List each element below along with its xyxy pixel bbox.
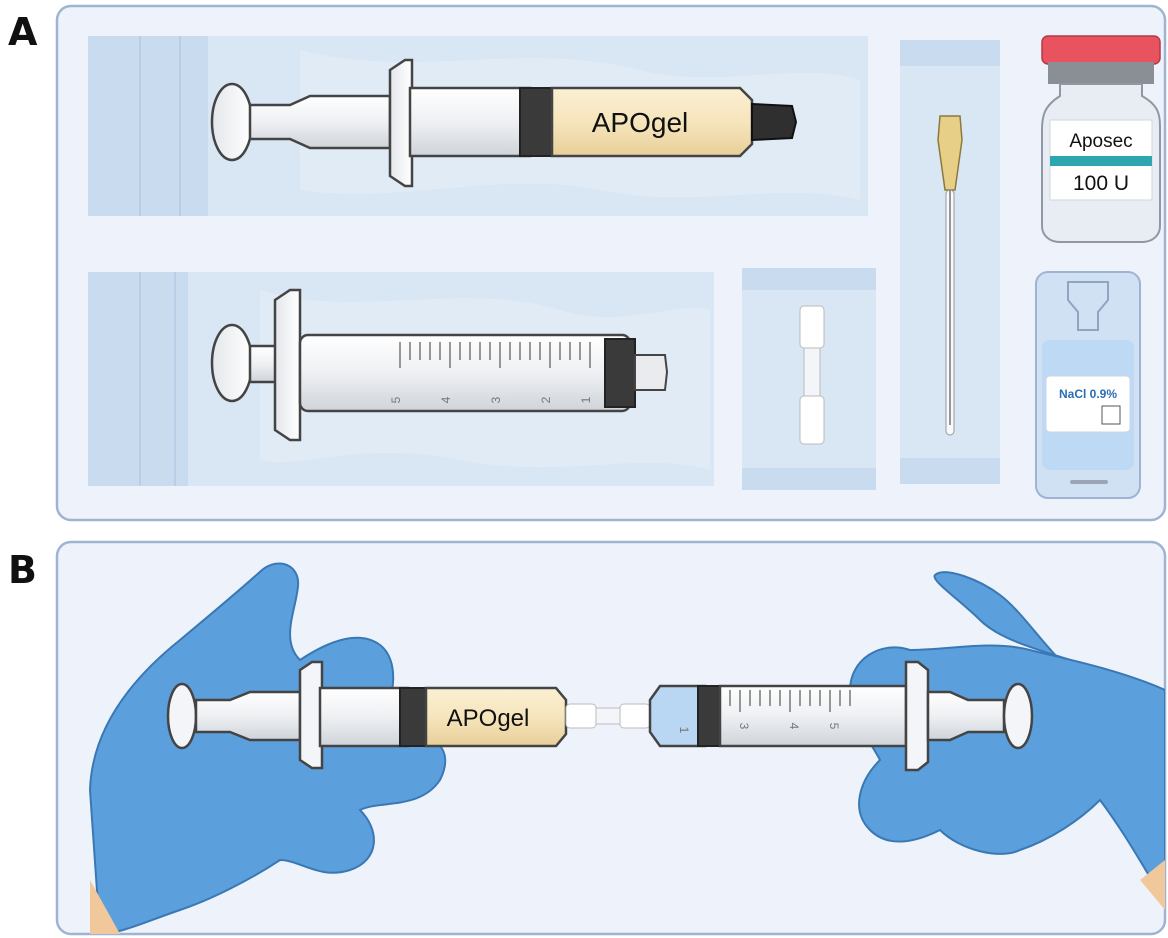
connector-pouch [742,268,876,490]
panel-a-kit: APOgel 5 4 3 2 1 [0,0,1168,530]
saline-syringe-tick-5: 5 [827,723,841,730]
aposec-vial-dose: 100 U [1073,172,1129,195]
saline-syringe-tick-1: 1 [677,727,691,734]
aposec-vial-name: Aposec [1069,131,1132,152]
qr-code-icon [1102,406,1120,424]
aposec-vial: Aposec 100 U [1042,36,1160,242]
syringe-connector [566,704,650,728]
empty-syringe-tick-1: 1 [579,396,593,403]
empty-syringe-tick-4: 4 [439,396,453,403]
apogel-syringe-label: APOgel [592,107,689,138]
empty-syringe-tick-5: 5 [389,396,403,403]
nacl-label: NaCl 0.9% [1059,387,1117,401]
empty-syringe-tick-3: 3 [489,396,503,403]
saline-syringe-tick-3: 3 [737,723,751,730]
nacl-ampoule: NaCl 0.9% [1036,272,1140,498]
apogel-connected-label: APOgel [447,705,530,732]
empty-syringe-tick-2: 2 [539,396,553,403]
panel-b-mixing: APOgel 1 3 4 5 [0,538,1168,938]
needle-pouch [900,40,1000,484]
saline-syringe-tick-4: 4 [787,723,801,730]
